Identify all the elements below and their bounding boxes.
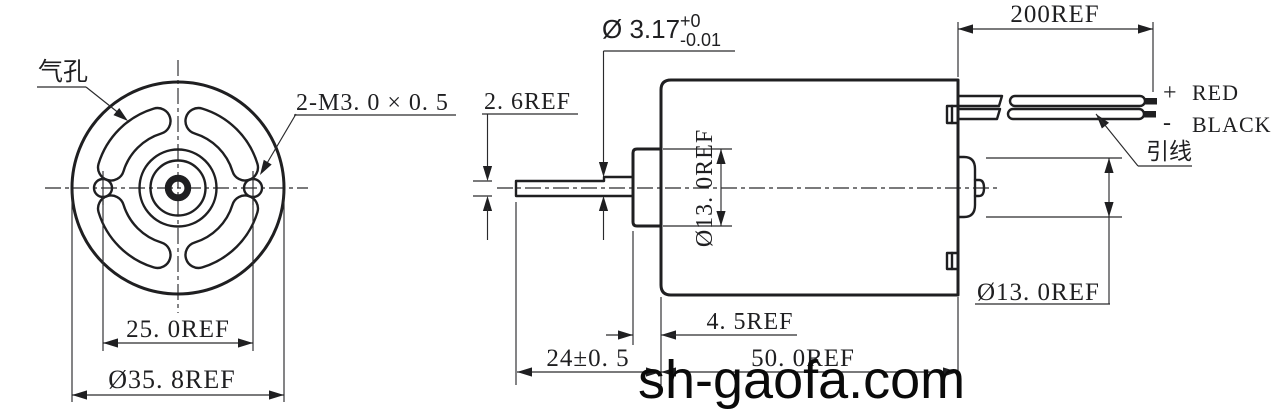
tap-holes-leader-line [262, 113, 297, 171]
dim-shaft-flat: 2. 6REF [473, 89, 578, 240]
shaft-end-ring [164, 174, 192, 202]
lead-wire-callout: 引线 [1092, 111, 1192, 167]
dim-rear-hub-diameter: Ø13. 0REF [975, 157, 1122, 306]
wire-segment-far [1006, 107, 1146, 121]
dim-hub-offset: 4. 5REF [606, 231, 797, 345]
air-hole-callout: 气孔 [37, 58, 131, 125]
wire-segment-near [956, 94, 1004, 108]
arrowhead-icon [618, 330, 633, 340]
bearing-boss-outer-circle [138, 148, 218, 228]
vent-slot-sw [96, 194, 172, 270]
wire-positive-color-label: RED [1192, 80, 1239, 105]
shaft-diameter-tol-upper: +0 [680, 11, 701, 31]
rear-hub-bump [956, 155, 977, 219]
tap-holes-callout: 2-M3. 0 × 0. 5 [256, 90, 456, 178]
dim-front-hub-diameter: Ø13. 0REF [663, 129, 732, 247]
air-hole-label: 气孔 [38, 58, 88, 86]
motor-body-outline [659, 78, 960, 297]
rear-hub-nub [973, 178, 986, 198]
side-view: + RED - BLACK 引线 200REF Ø 3.17 +0 -0.01 [473, 1, 1272, 385]
shaft-length-value: 24±0. 5 [546, 345, 629, 372]
terminal-tab-top [945, 104, 960, 125]
vent-slot-nw [96, 106, 172, 182]
wire-negative-color-label: BLACK [1192, 112, 1272, 137]
dim-outer-diameter: Ø35. 8REF [71, 190, 285, 402]
arrowhead-icon [1138, 24, 1153, 34]
tap-holes-label: 2-M3. 0 × 0. 5 [296, 90, 449, 116]
front-hub-diameter-value: Ø13. 0REF [692, 129, 718, 247]
dim-hole-spacing: 25. 0REF [102, 199, 254, 351]
watermark-text: sh-gaofa.com [638, 350, 965, 410]
dim-shaft-and-body-length: 24±0. 5 50. 0REF [515, 202, 959, 385]
arrowhead-icon [238, 338, 253, 348]
shaft-outline [514, 175, 635, 198]
arrowhead-icon [958, 24, 973, 34]
arrowhead-icon [269, 390, 284, 400]
wire-red [956, 94, 1157, 108]
arrowhead-icon [482, 166, 493, 181]
arrowhead-icon [517, 367, 532, 377]
front-hub-outline [631, 147, 663, 228]
shaft-diameter-value: Ø 3.17 [602, 14, 680, 44]
arrowhead-icon [72, 390, 87, 400]
shaft-diameter-tol-lower: -0.01 [680, 30, 721, 50]
outer-diameter-value: Ø35. 8REF [108, 365, 235, 394]
terminal-tab-bottom [945, 251, 960, 271]
wire-segment-far [1008, 94, 1147, 108]
wire-tip [1144, 98, 1157, 105]
wire-black [956, 107, 1156, 121]
hole-spacing-value: 25. 0REF [126, 316, 230, 343]
body-length-value: 50. 0REF [751, 345, 855, 372]
vent-slot-se [184, 194, 260, 270]
front-view: 气孔 2-M3. 0 × 0. 5 25. 0REF [37, 58, 456, 402]
vent-slot-ne [184, 106, 260, 182]
arrowhead-icon [1104, 202, 1114, 217]
hub-offset-value: 4. 5REF [706, 309, 793, 335]
dim-shaft-diameter: Ø 3.17 +0 -0.01 [598, 11, 735, 240]
arrowhead-icon [103, 338, 118, 348]
bearing-boss-inner-circle [149, 159, 207, 217]
lead-length-value: 200REF [1010, 1, 1099, 28]
lead-wire-label: 引线 [1146, 139, 1192, 164]
wire-negative-sign: - [1163, 110, 1172, 136]
dim-lead-length: 200REF [957, 1, 1154, 92]
rear-hub-diameter-value: Ø13. 0REF [977, 279, 1100, 306]
leader-line [1095, 113, 1139, 167]
wire-segment-near [956, 107, 1002, 121]
arrowhead-icon [1104, 158, 1114, 173]
wire-positive-sign: + [1163, 80, 1178, 106]
wire-tip [1143, 111, 1156, 118]
arrowhead-icon [598, 162, 609, 177]
housing-outer-circle [70, 80, 286, 296]
shaft-flat-value: 2. 6REF [484, 89, 571, 115]
